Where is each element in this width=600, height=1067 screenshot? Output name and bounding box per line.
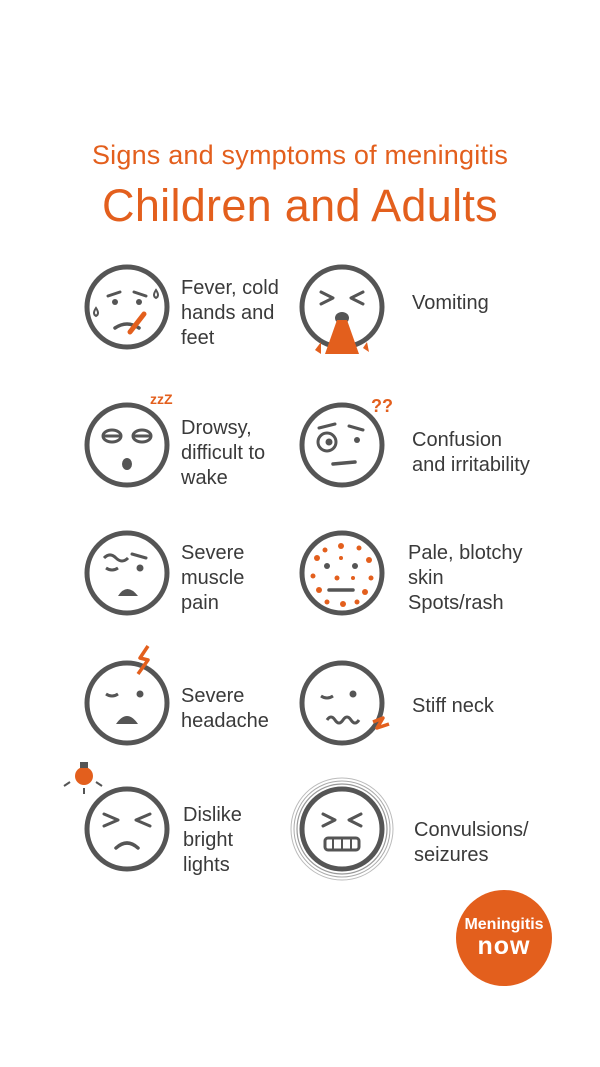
- symptom-label: Pale, blotchy skin Spots/rash: [408, 542, 523, 614]
- confused-face-icon: ??: [297, 396, 393, 490]
- svg-text:zzZ: zzZ: [150, 391, 173, 407]
- fever-face-icon: [82, 262, 172, 352]
- symptom-label: Vomiting: [412, 292, 489, 314]
- symptom-label: Drowsy, difficult to wake: [181, 417, 266, 489]
- page-subtitle: Signs and symptoms of meningitis: [91, 140, 509, 170]
- symptom-label: Fever, cold hands and feet: [181, 277, 279, 349]
- light-sensitive-face-icon: [63, 762, 172, 874]
- page-title: Children and Adults: [102, 180, 498, 231]
- headache-face-icon: [82, 645, 172, 748]
- symptom-label: Dislike bright lights: [183, 804, 242, 876]
- meningitis-now-logo: Meningitis now: [456, 890, 552, 986]
- svg-text:??: ??: [371, 396, 393, 416]
- stiff-neck-face-icon: [297, 658, 390, 748]
- drowsy-face-icon: zzZ: [82, 391, 173, 490]
- symptom-label: Stiff neck: [412, 695, 494, 717]
- symptom-label: Severe headache: [181, 685, 269, 732]
- rash-face-icon: [297, 528, 387, 618]
- pain-face-icon: [82, 528, 172, 618]
- symptom-label: Confusion and irritability: [412, 429, 530, 476]
- seizure-face-icon: [290, 777, 394, 881]
- symptom-label: Convulsions/ seizures: [414, 819, 529, 866]
- vomiting-face-icon: [297, 262, 387, 354]
- symptom-label: Severe muscle pain: [181, 542, 245, 614]
